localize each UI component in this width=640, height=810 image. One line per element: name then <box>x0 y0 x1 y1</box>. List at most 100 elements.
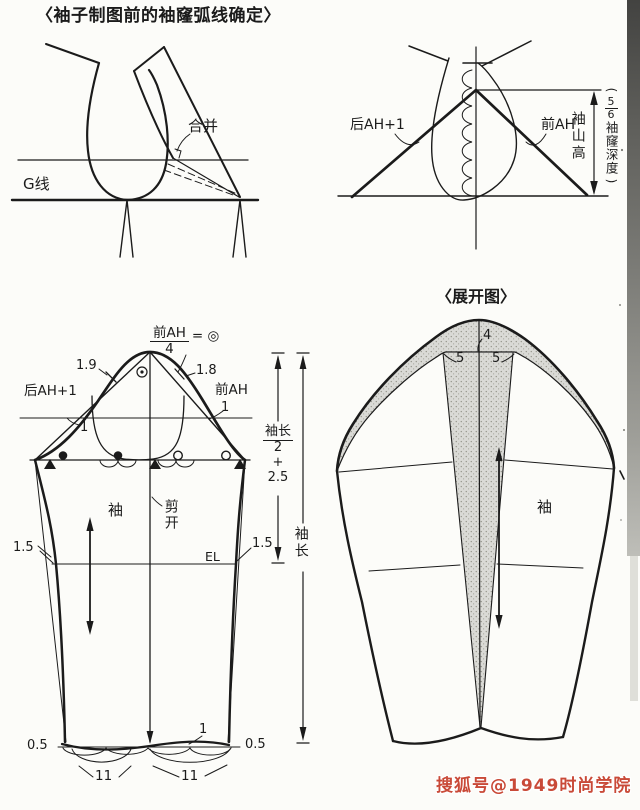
left-seam-bold <box>335 469 395 743</box>
right-seam-bold <box>227 458 247 744</box>
back-shoulder-line <box>45 43 100 64</box>
hem-right-label: 0.5 <box>245 737 266 752</box>
expanded-piece-label: 袖 <box>537 498 553 516</box>
dim-half-plus: + <box>272 454 284 470</box>
center-line <box>478 320 481 728</box>
wedge-edge-right <box>480 352 514 728</box>
spread-left-label: 5 <box>456 351 465 366</box>
sleeve-draft-diagram <box>19 350 310 778</box>
wedge-shading <box>443 353 513 727</box>
right-seam-bold <box>561 466 616 739</box>
stray-tick-mark <box>619 470 625 480</box>
paren-open: ( <box>604 87 618 93</box>
elbow-left <box>368 564 461 572</box>
scan-edge-artifact <box>619 0 640 701</box>
bicep-spread-right <box>504 459 614 470</box>
draft-back-ah-label: 后AH+1 <box>24 383 77 399</box>
front-ah-line <box>474 88 589 197</box>
bodice-armhole-u <box>91 395 185 461</box>
elbow-right-label: 1.5 <box>252 536 273 551</box>
leader-drop-right <box>208 410 224 420</box>
front-ah-quarter-label: 前AH 4 = ◎ <box>150 326 219 357</box>
front-shoulder-strip-left <box>133 70 174 159</box>
sleeve-cap-curve <box>33 350 247 462</box>
double-circle-marker-outer <box>136 366 148 378</box>
tick-1-8 <box>174 368 185 380</box>
leader-5-right <box>501 353 515 363</box>
armhole-merge-diagram <box>10 43 260 258</box>
elbow-left-label: 1.5 <box>13 540 34 555</box>
merge-fan-dash-1 <box>167 163 238 195</box>
right-seam-guide <box>227 459 246 743</box>
cap-height-diagram <box>337 40 609 250</box>
spread-right-label: 5 <box>492 351 501 366</box>
back-ah-line <box>350 88 478 199</box>
leader-5-left <box>443 353 457 363</box>
match-dot-filled-1 <box>58 451 68 460</box>
armhole-curve-left <box>86 61 130 202</box>
merge-fan-solid <box>172 157 240 198</box>
g-line-label: G线 <box>23 175 50 193</box>
back-ah-label: 后AH+1 <box>350 117 405 133</box>
merge-angle-square <box>174 148 182 159</box>
dim-half-num: 袖长 <box>262 424 293 441</box>
leader-hem-one <box>188 735 203 745</box>
page-title: 〈袖子制图前的袖窿弧线确定〉 <box>36 6 281 26</box>
dim-full-arrow-bottom <box>299 727 307 741</box>
grain-arrow-down <box>495 615 503 629</box>
back-ah-leader <box>394 133 420 146</box>
hem-width-left-label: 11 <box>95 768 113 784</box>
leader-elbow-right <box>236 547 252 562</box>
double-circle-marker-inner <box>140 370 144 374</box>
center-arrowhead <box>146 731 154 744</box>
wedge-edge-left <box>442 352 481 728</box>
armhole-outline <box>430 57 518 201</box>
cut-open-label: 剪开 <box>162 499 179 531</box>
notch-triangle-2 <box>149 459 161 469</box>
hem-left-label: 0.5 <box>27 738 48 753</box>
leader-cut-open <box>151 496 163 507</box>
front-ah-frac-num: 前AH <box>150 326 189 342</box>
match-dot-filled-2 <box>113 451 123 460</box>
drop-left-label: 1 <box>80 420 89 435</box>
shoulder-line-right <box>481 40 532 67</box>
left-seam-bold <box>33 458 67 744</box>
elbow-line-label: EL <box>205 549 220 564</box>
dim-arrow-up <box>590 91 598 105</box>
armhole-curve-right <box>126 68 169 202</box>
merge-leader-line <box>176 133 191 152</box>
depth-frac-num: 5 <box>604 95 618 110</box>
grain-arrow-up <box>86 517 94 531</box>
dim-full-arrow-top <box>299 355 307 369</box>
ease-scallops <box>461 69 473 197</box>
dim-half-den: 2 <box>273 439 283 455</box>
sleeve-length-label: 袖长 <box>292 526 309 560</box>
leader-drop-left <box>66 417 80 426</box>
leader-11-right <box>152 764 228 778</box>
left-dart-legs <box>119 199 134 258</box>
dim-half-label: 袖长 2 + 2.5 <box>256 424 300 486</box>
dim-half-arrow-bottom <box>274 547 282 561</box>
expanded-view-title: 〈展开图〉 <box>436 287 517 306</box>
leader-front-ah-4 <box>177 354 187 373</box>
bicep-scallops <box>99 459 195 468</box>
match-dot-open-2 <box>220 450 231 461</box>
draft-piece-label: 袖 <box>108 501 124 519</box>
drop-right-label: 1 <box>221 400 230 415</box>
cap-spread-shading <box>337 320 614 471</box>
front-shoulder-strip-right <box>163 46 241 198</box>
front-ah-leader <box>525 133 547 146</box>
grain-arrow-up <box>495 447 503 461</box>
armhole-depth-label: ( 5 6 袖窿深度 ) <box>599 84 623 187</box>
left-seam-guide <box>34 459 67 743</box>
elbow-right <box>496 563 584 569</box>
dim-half-extra: 2.5 <box>267 469 289 485</box>
leader-4 <box>477 338 483 352</box>
outer-cap-bold <box>335 318 616 473</box>
watermark-text: 搜狐号@1949时尚学院 <box>436 776 632 796</box>
leader-1-9 <box>98 368 108 376</box>
dim-half-arrow-top <box>274 355 282 369</box>
draft-front-ah-label: 前AH <box>215 382 248 398</box>
depth-frac-den: 6 <box>607 108 615 122</box>
